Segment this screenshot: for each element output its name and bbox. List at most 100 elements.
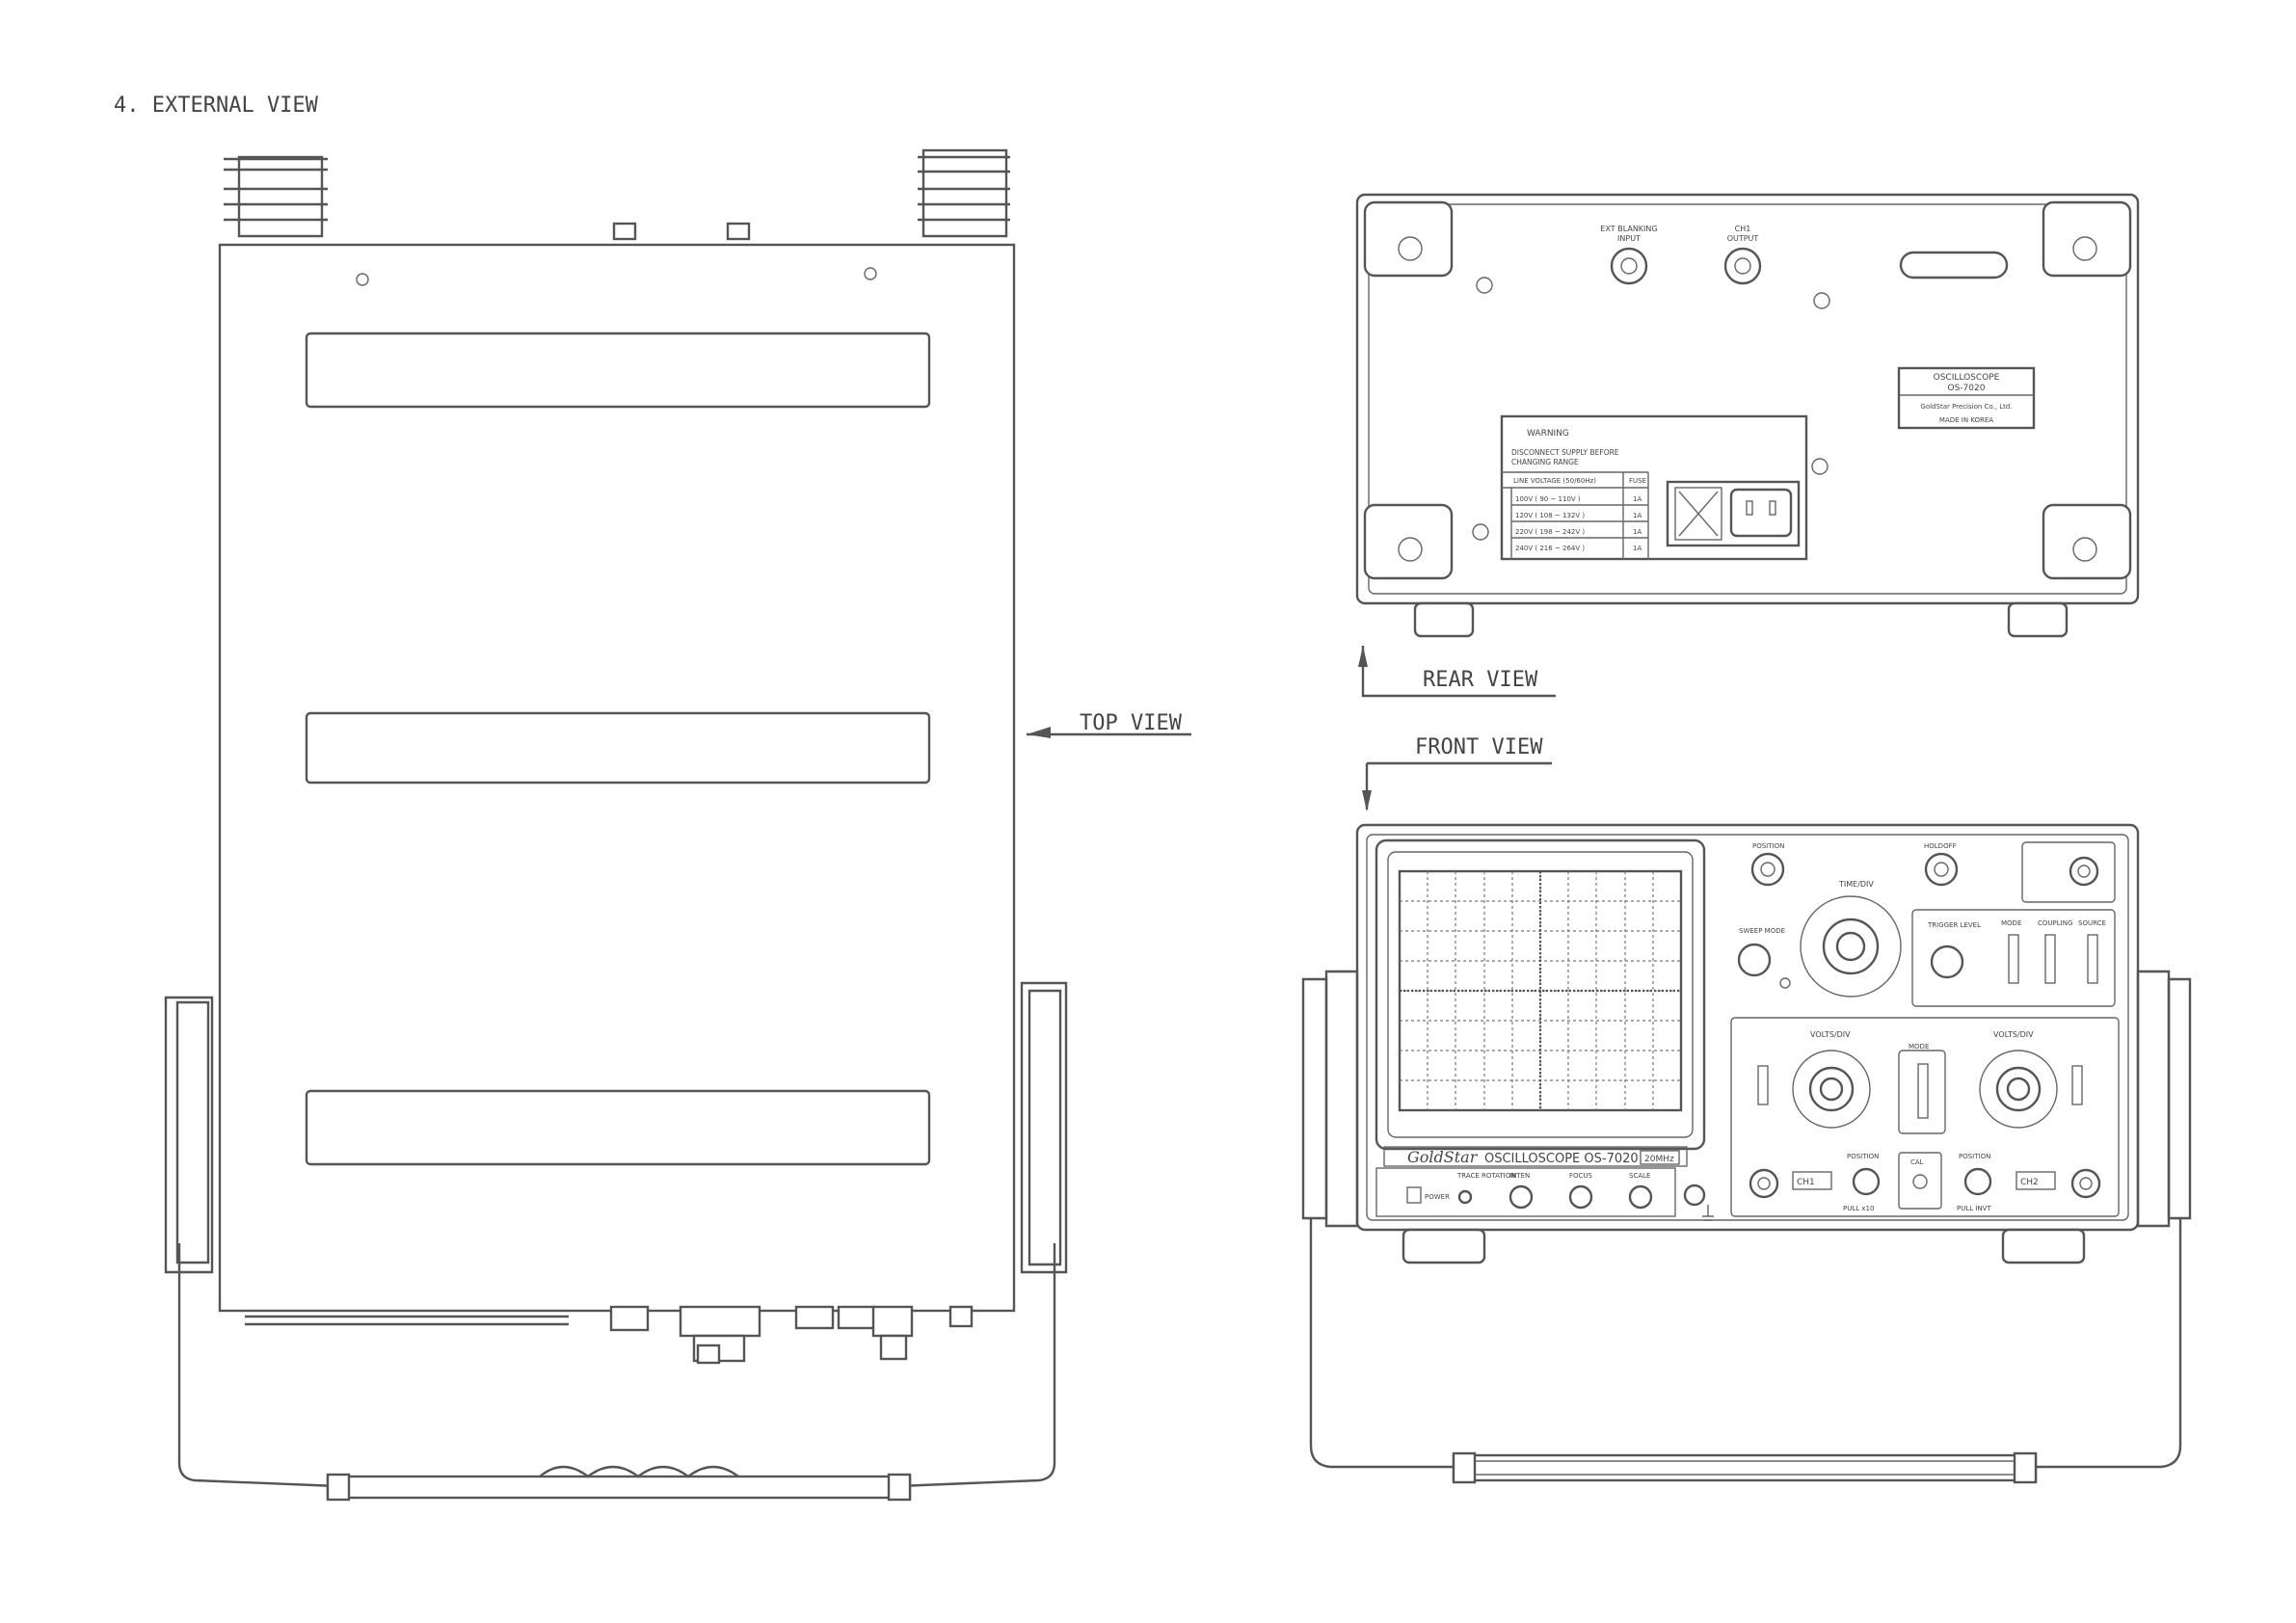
cal-terminal[interactable] <box>1912 1174 1928 1189</box>
ch2-volts-div-label: VOLTS/DIV <box>1993 1030 2034 1039</box>
svg-text:CHANGING RANGE: CHANGING RANGE <box>1511 458 1579 466</box>
trace-rotation-knob[interactable] <box>1457 1189 1473 1205</box>
svg-text:MADE IN KOREA: MADE IN KOREA <box>1939 416 1993 424</box>
svg-text:DISCONNECT SUPPLY BEFORE: DISCONNECT SUPPLY BEFORE <box>1511 448 1619 457</box>
svg-text:220V ( 198 ~ 242V ): 220V ( 198 ~ 242V ) <box>1515 528 1585 536</box>
graticule <box>1400 871 1681 1110</box>
vent-slot <box>305 1089 931 1166</box>
corner-foot <box>2042 200 2132 278</box>
time-div-label: TIME/DIV <box>1838 880 1874 889</box>
power-label: POWER <box>1425 1193 1450 1201</box>
ch2-input-bnc[interactable] <box>2070 1168 2101 1199</box>
focus-label: FOCUS <box>1569 1172 1593 1180</box>
front-view-case <box>1355 823 2140 1232</box>
scale-knob[interactable] <box>1628 1184 1653 1210</box>
crt-bezel <box>1375 838 1706 1151</box>
ch2-label: CH2 <box>2020 1178 2039 1187</box>
ch1-volts-div-label: VOLTS/DIV <box>1810 1030 1851 1039</box>
brand-line: GoldStar OSCILLOSCOPE OS-7020 20MHz <box>1383 1146 1688 1167</box>
ground-terminal[interactable] <box>1683 1184 1706 1207</box>
rear-view-case <box>1355 193 2140 605</box>
vertical-section: VOLTS/DIV MODE VOLTS/DIV CH1 POSITION PU… <box>1730 1017 2120 1217</box>
svg-text:CH1: CH1 <box>1735 225 1751 233</box>
source-label: SOURCE <box>2078 919 2106 927</box>
h-position-label: POSITION <box>1752 842 1784 850</box>
model-name: OSCILLOSCOPE OS-7020 <box>1484 1152 1639 1166</box>
vertical-mode-label: MODE <box>1909 1043 1929 1051</box>
top-view-front-knobs <box>245 1305 974 1365</box>
ch1-coupling-switch[interactable] <box>1757 1065 1769 1105</box>
h-position-knob[interactable] <box>1750 852 1785 887</box>
holdoff-label: HOLDOFF <box>1924 842 1957 850</box>
rear-nameplate: OSCILLOSCOPE OS-7020 GoldStar Precision … <box>1897 366 2036 430</box>
focus-knob[interactable] <box>1568 1184 1593 1210</box>
horizontal-section: POSITION HOLDOFF TIME/DIV SWEEP MODE TRI… <box>1737 841 2116 1007</box>
ch1-volts-div-knob[interactable] <box>1808 1066 1855 1112</box>
brand-logo: GoldStar <box>1407 1148 1479 1166</box>
cal-label: CAL <box>1910 1158 1924 1166</box>
rear-view-label: REAR VIEW <box>1423 668 1538 692</box>
svg-text:WARNING: WARNING <box>1527 429 1569 439</box>
svg-text:INPUT: INPUT <box>1617 234 1641 243</box>
front-view-label: FRONT VIEW <box>1415 735 1543 759</box>
power-switch[interactable] <box>1406 1186 1422 1204</box>
bandwidth-badge: 20MHz <box>1644 1155 1674 1164</box>
svg-text:GoldStar Precision Co., Ltd.: GoldStar Precision Co., Ltd. <box>1920 403 2012 411</box>
sweep-mode-knob[interactable] <box>1737 943 1772 977</box>
ch2-coupling-switch[interactable] <box>2071 1065 2083 1105</box>
holdoff-knob[interactable] <box>1924 852 1959 887</box>
vertical-mode-switch[interactable] <box>1917 1063 1929 1119</box>
trigger-mode-switch[interactable] <box>2008 934 2019 984</box>
vent-slot <box>305 332 931 409</box>
svg-text:1A: 1A <box>1633 545 1642 552</box>
corner-foot <box>2042 503 2132 580</box>
svg-text:240V ( 216 ~ 264V ): 240V ( 216 ~ 264V ) <box>1515 545 1585 552</box>
top-view-label: TOP VIEW <box>1080 711 1183 735</box>
vent-slot <box>305 711 931 785</box>
ch2-position-knob[interactable] <box>1963 1167 1992 1196</box>
top-view-handle <box>164 981 1068 1502</box>
ch1-input-bnc[interactable] <box>1749 1168 1779 1199</box>
trigger-level-knob[interactable] <box>1930 945 1964 979</box>
svg-text:OSCILLOSCOPE: OSCILLOSCOPE <box>1934 373 2000 383</box>
svg-text:1A: 1A <box>1633 512 1642 519</box>
svg-text:120V ( 108 ~ 132V ): 120V ( 108 ~ 132V ) <box>1515 512 1585 519</box>
svg-text:1A: 1A <box>1633 495 1642 503</box>
front-view: FRONT VIEW <box>1301 735 2192 1484</box>
ch1-label: CH1 <box>1797 1178 1815 1187</box>
ext-trig-input[interactable] <box>2069 856 2099 887</box>
corner-foot <box>1363 503 1454 580</box>
rear-view: EXT BLANKING INPUT CH1 OUTPUT OSCILLOSCO… <box>1355 193 2140 698</box>
pull-x10-label: PULL x10 <box>1843 1205 1874 1212</box>
svg-text:1A: 1A <box>1633 528 1642 536</box>
sweep-mode-label: SWEEP MODE <box>1739 927 1785 935</box>
time-div-knob[interactable] <box>1822 918 1880 975</box>
top-view-rear-feet <box>224 148 1010 241</box>
intensity-label: INTEN <box>1509 1172 1530 1180</box>
trigger-mode-label: MODE <box>2001 919 2021 927</box>
rear-warning-plate: WARNING DISCONNECT SUPPLY BEFORE CHANGIN… <box>1500 414 1808 561</box>
scale-label: SCALE <box>1629 1172 1650 1180</box>
trigger-level-label: TRIGGER LEVEL <box>1927 921 1981 929</box>
top-view-case <box>218 243 1016 1313</box>
ch1-position-label: POSITION <box>1847 1153 1879 1160</box>
coupling-switch[interactable] <box>2044 934 2056 984</box>
svg-text:OUTPUT: OUTPUT <box>1727 234 1759 243</box>
ch2-volts-div-knob[interactable] <box>1995 1066 2042 1112</box>
svg-text:EXT BLANKING: EXT BLANKING <box>1600 225 1657 233</box>
section-title: 4. EXTERNAL VIEW <box>114 93 319 118</box>
svg-text:100V ( 90 ~ 110V ): 100V ( 90 ~ 110V ) <box>1515 495 1581 503</box>
ch2-position-label: POSITION <box>1959 1153 1990 1160</box>
ext-blanking-input-connector: EXT BLANKING INPUT <box>1600 225 1658 285</box>
source-switch[interactable] <box>2087 934 2098 984</box>
svg-text:OS-7020: OS-7020 <box>1948 384 1986 393</box>
svg-text:FUSE: FUSE <box>1629 477 1646 485</box>
front-view-handle <box>1301 970 2192 1484</box>
intensity-knob[interactable] <box>1508 1184 1534 1210</box>
top-view: TOP VIEW <box>164 148 1191 1502</box>
trace-rotation-label: TRACE ROTATION <box>1456 1172 1516 1180</box>
ch1-position-knob[interactable] <box>1852 1167 1881 1196</box>
svg-text:LINE VOLTAGE (50/60Hz): LINE VOLTAGE (50/60Hz) <box>1513 477 1596 485</box>
coupling-label: COUPLING <box>2038 919 2072 927</box>
